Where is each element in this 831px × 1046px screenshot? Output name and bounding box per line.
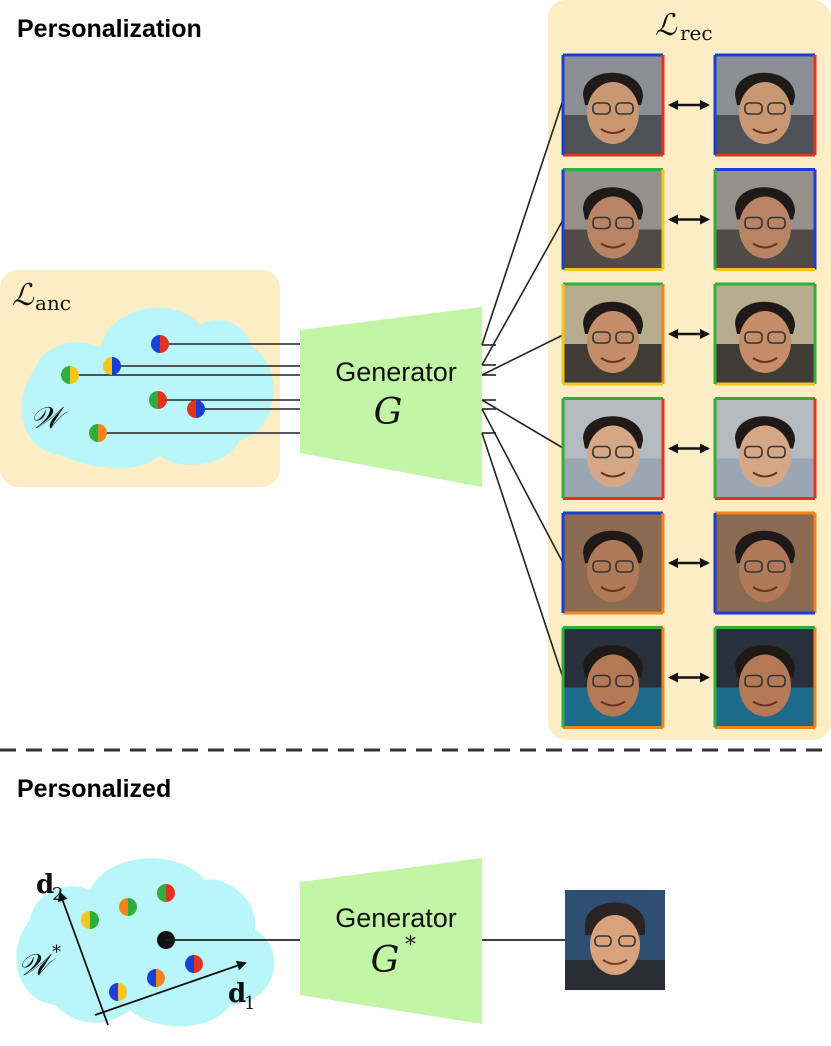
direction-d2-label: d [36, 870, 54, 900]
latent-point [187, 400, 205, 418]
reconstructed-face [713, 397, 817, 500]
reconstruction-loss-symbol: ℒ [655, 8, 678, 43]
personalized-latent-cloud [16, 858, 275, 1027]
reconstructed-face [713, 511, 817, 615]
training-face [561, 626, 665, 729]
direction-d1-subscript: 1 [244, 993, 255, 1014]
reconstruction-loss-subscript: rec [680, 21, 713, 45]
anchor-loss-subscript: anc [35, 291, 71, 315]
direction-d2-axis [58, 891, 109, 1026]
reconstructed-face [713, 282, 817, 386]
training-face [561, 397, 665, 500]
personalized-title: Personalized [17, 775, 172, 803]
personalized-latent-superscript: * [52, 942, 61, 963]
personalized-latent-point [185, 955, 203, 973]
latent-point [151, 335, 169, 353]
training-face [561, 53, 665, 157]
reconstructed-face [713, 168, 817, 271]
personalized-generator-block [300, 858, 482, 1024]
direction-d2-subscript: 2 [52, 884, 63, 905]
personalized-output-face [565, 890, 665, 990]
latent-points [61, 335, 205, 442]
personalized-generator-symbol: G [371, 940, 400, 981]
personalized-latent-point [147, 969, 165, 987]
latent-point [149, 391, 167, 409]
latent-space-cloud [21, 307, 274, 469]
anchor-loss-symbol: ℒ [12, 278, 35, 313]
personalization-title: Personalization [17, 15, 202, 43]
personalized-generator-superscript: * [405, 933, 416, 958]
generator-block [300, 307, 482, 487]
generator-label: Generator [335, 357, 457, 387]
latent-point [89, 424, 107, 442]
reconstruction-face-grid [561, 53, 817, 729]
latent-input-lines [70, 343, 300, 434]
personalized-latent-point [157, 884, 175, 902]
personalized-latent-point [109, 983, 127, 1001]
generator-output-lines [481, 99, 564, 679]
direction-d1-axis [94, 960, 247, 1016]
personalized-latent-point [119, 898, 137, 916]
reconstructed-face [713, 626, 817, 729]
training-face [561, 511, 665, 615]
personalized-latent-point [81, 911, 99, 929]
personalized-latent-points [81, 884, 203, 1001]
latent-point [61, 366, 79, 384]
training-face [561, 168, 665, 271]
training-face [561, 282, 665, 386]
latent-point [103, 357, 121, 375]
direction-d1-label: d [228, 979, 246, 1009]
generator-symbol: G [374, 392, 403, 433]
personalized-generator-label: Generator [335, 903, 457, 933]
reconstructed-face [713, 53, 817, 157]
